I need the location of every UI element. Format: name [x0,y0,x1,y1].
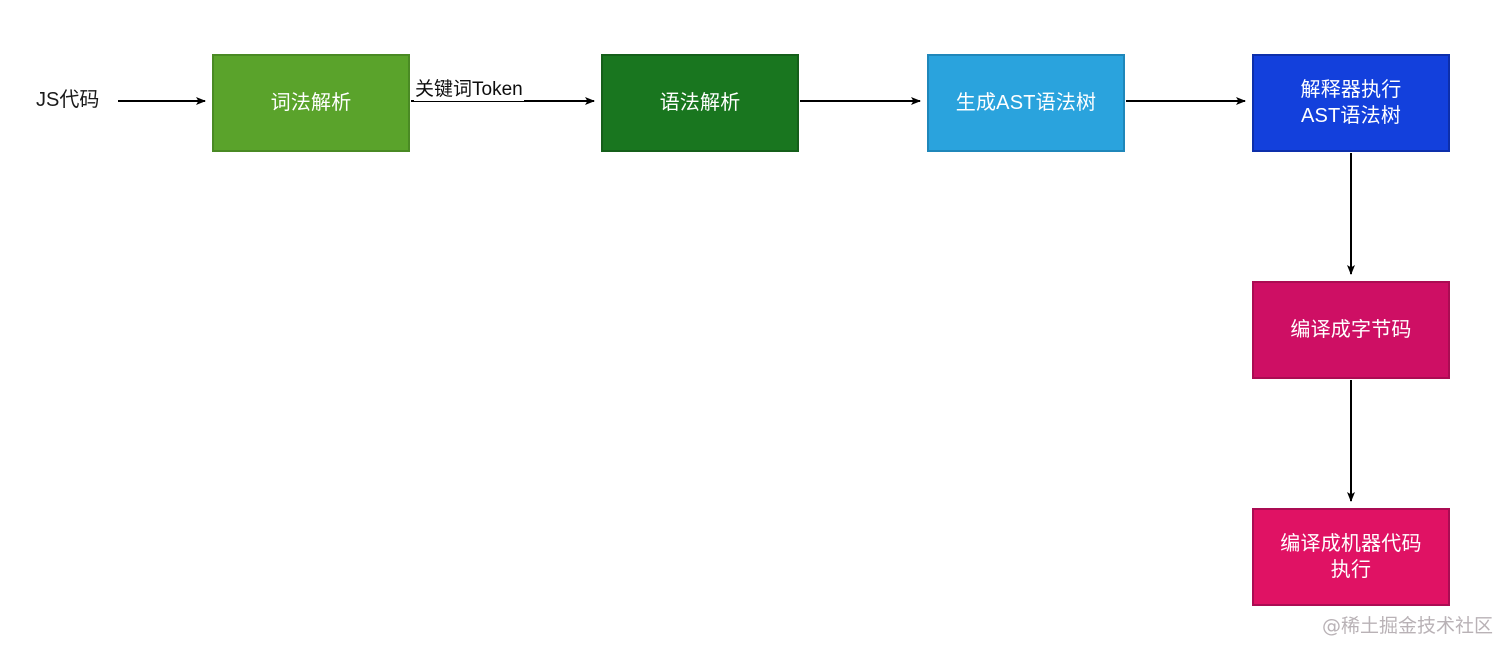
node-compile-to-bytecode[interactable]: 编译成字节码 [1252,281,1450,379]
node-compile-to-machine-code[interactable]: 编译成机器代码 执行 [1252,508,1450,606]
watermark: @稀土掘金技术社区 [1322,615,1494,637]
node-generate-ast[interactable]: 生成AST语法树 [927,54,1125,152]
node-lexical-analysis[interactable]: 词法解析 [212,54,410,152]
node-syntax-analysis[interactable]: 语法解析 [601,54,799,152]
edge-label-token: 关键词Token [414,79,524,101]
node-interpreter-execute-ast[interactable]: 解释器执行 AST语法树 [1252,54,1450,152]
label-js-source: JS代码 [36,89,100,111]
